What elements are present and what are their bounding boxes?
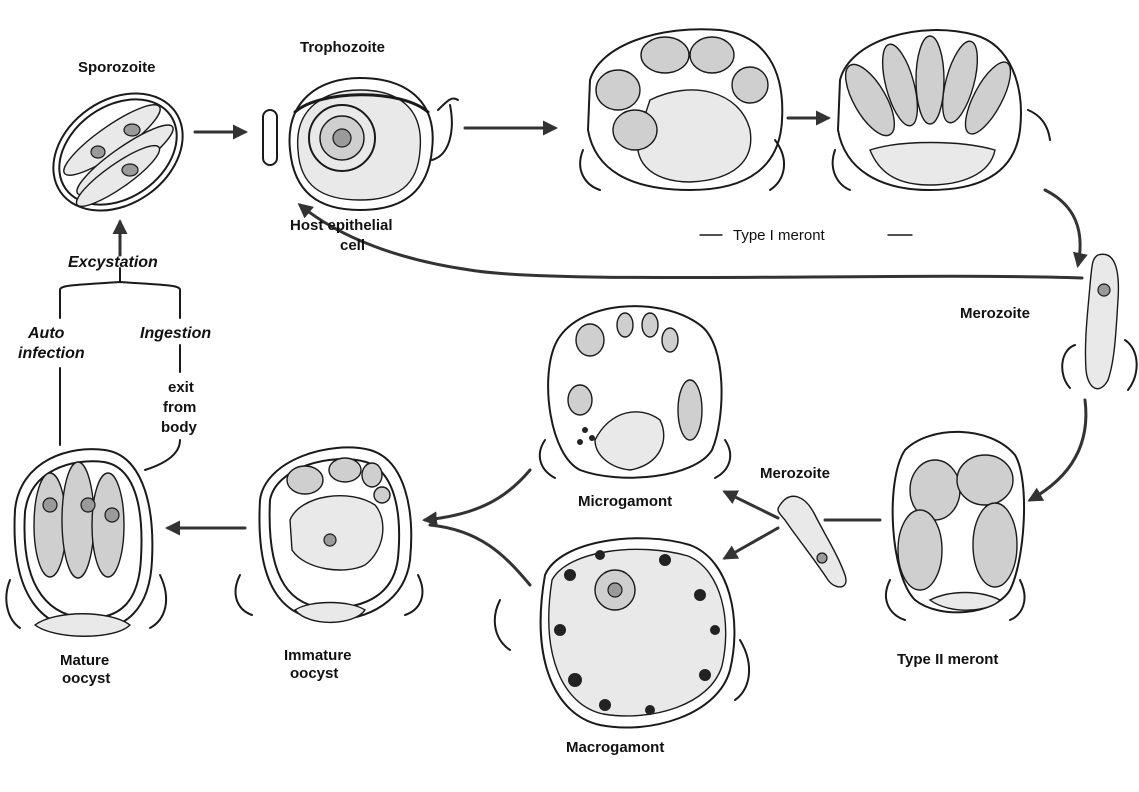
label-immature-oocyst-line2: oocyst [290, 665, 338, 682]
type1-meront-illustration-b [833, 30, 1050, 190]
label-immature-oocyst-line1: Immature [284, 647, 352, 664]
merozoite-right-illustration [1062, 254, 1136, 390]
label-exit-line1: exit [168, 379, 194, 396]
label-mature-oocyst-line2: oocyst [62, 670, 110, 687]
label-exit-line3: body [161, 419, 197, 436]
arrow-to-macrogamont [725, 528, 778, 558]
arrow-microgamont-to-oocyst [425, 470, 530, 520]
type2-meront-illustration [886, 432, 1025, 620]
label-auto-infection-line2: infection [18, 345, 85, 362]
label-exit-line2: from [163, 399, 196, 416]
label-macrogamont: Macrogamont [566, 739, 664, 756]
arrow-meront-to-merozoite [1045, 190, 1080, 265]
arrow-merozoite-recycle [300, 205, 1082, 278]
arrow-merozoite-to-type2 [1030, 400, 1086, 500]
label-sporozoite: Sporozoite [78, 59, 156, 76]
label-trophozoite: Trophozoite [300, 39, 385, 56]
mature-oocyst-illustration [6, 449, 166, 636]
label-merozoite-mid: Merozoite [760, 465, 830, 482]
arrow-macrogamont-to-oocyst [430, 525, 530, 585]
label-host-cell-line2: cell [340, 237, 365, 254]
line-excystation-branches [60, 268, 180, 290]
label-excystation: Excystation [68, 254, 158, 271]
merozoite-mid-illustration [778, 496, 846, 587]
arrow-to-microgamont [725, 492, 778, 518]
label-auto-infection-line1: Auto [27, 325, 65, 342]
label-ingestion: Ingestion [140, 325, 211, 342]
label-merozoite-right: Merozoite [960, 305, 1030, 322]
label-type2-meront: Type II meront [897, 651, 998, 668]
label-microgamont: Microgamont [578, 493, 672, 510]
label-type1-meront: Type I meront [733, 227, 826, 244]
type1-meront-illustration-a [580, 29, 784, 190]
immature-oocyst-illustration [236, 447, 423, 622]
microgamont-illustration [540, 306, 730, 478]
label-mature-oocyst-line1: Mature [60, 652, 109, 669]
sporozoite-illustration [31, 69, 205, 234]
macrogamont-illustration [495, 538, 749, 727]
trophozoite-illustration [263, 78, 458, 210]
label-host-cell-line1: Host epithelial [290, 217, 393, 234]
